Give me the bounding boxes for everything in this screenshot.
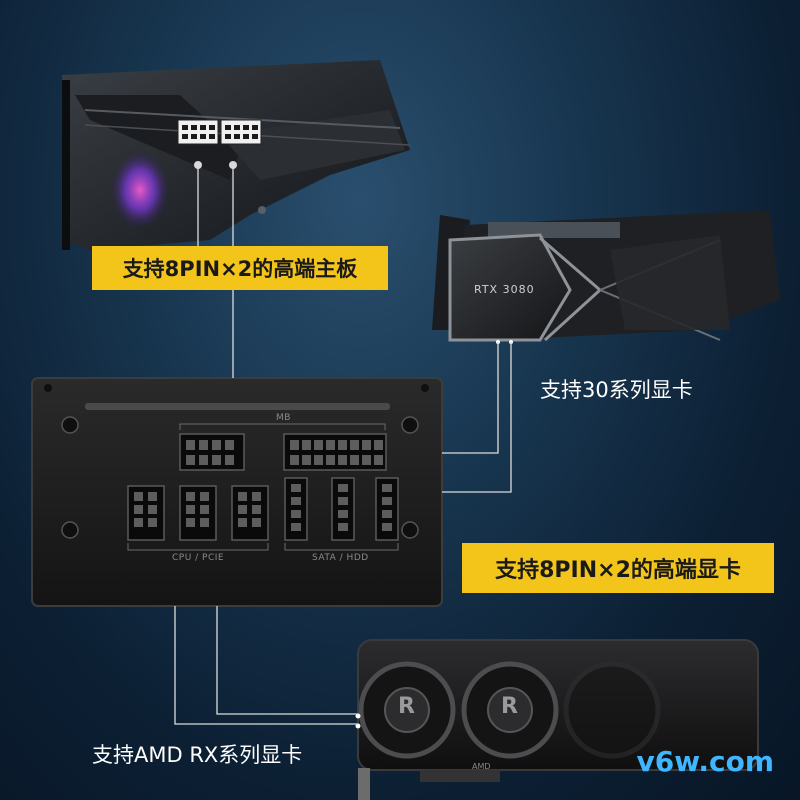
amd-fan-3 <box>563 661 661 759</box>
psu-illustration <box>31 377 443 607</box>
psu-sata-label: SATA / HDD <box>312 553 369 563</box>
amd-small-text: AMD <box>472 762 491 771</box>
rtx-gpu-illustration <box>432 210 780 344</box>
psu-mb-label: MB <box>276 413 291 423</box>
amd-logo-letter-2: R <box>501 694 518 719</box>
amd-gpu-illustration <box>355 639 759 800</box>
motherboard-illustration <box>62 60 411 250</box>
amd-fan-2 <box>461 661 559 759</box>
connector-lines <box>174 165 512 725</box>
amd-logo-letter: R <box>398 694 415 719</box>
psu-cpu-label: CPU / PCIE <box>172 553 225 563</box>
label-gpu-8pin-text: 支持8PIN×2的高端显卡 <box>495 558 741 583</box>
label-gpu-8pin: 支持8PIN×2的高端显卡 <box>462 543 774 593</box>
label-amd-rx: 支持AMD RX系列显卡 <box>92 743 303 767</box>
amd-fan-1 <box>358 661 456 759</box>
label-mb-8pin-text: 支持8PIN×2的高端主板 <box>122 257 358 281</box>
label-mb-8pin: 支持8PIN×2的高端主板 <box>92 246 388 290</box>
rtx-model-text: RTX 3080 <box>474 283 535 296</box>
label-rtx30: 支持30系列显卡 <box>540 378 693 402</box>
watermark: v6w.com <box>636 745 774 778</box>
